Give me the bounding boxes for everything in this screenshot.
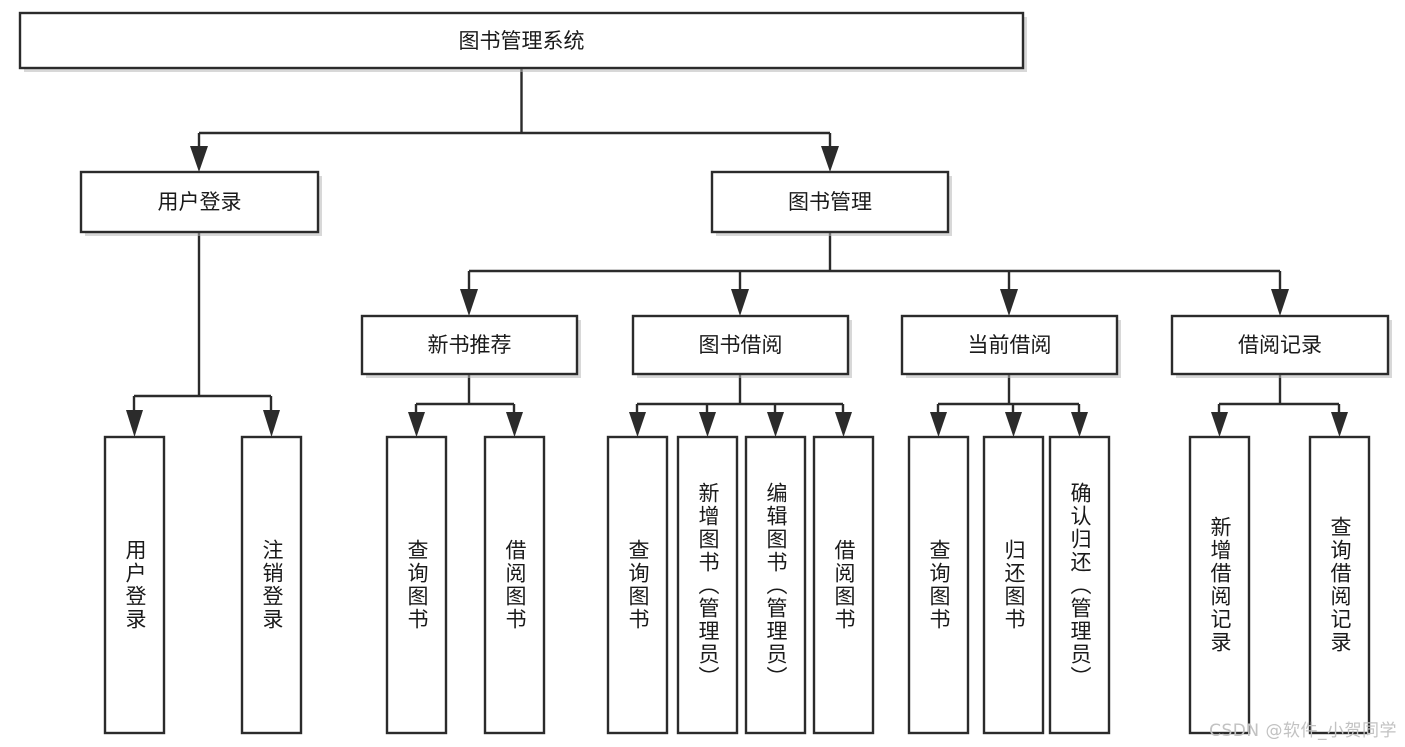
node-leaf-add-record-box[interactable] <box>1188 435 1251 735</box>
node-leaf-borrow-book-2-box[interactable] <box>812 435 875 735</box>
arrow-head-leaf-query-book-2 <box>629 412 646 437</box>
node-root-label: 图书管理系统 <box>459 29 585 53</box>
node-root-box[interactable] <box>18 11 1025 70</box>
edge-group <box>126 68 1348 437</box>
arrow-head-leaf-return-book <box>1005 412 1022 437</box>
arrow-head-new-book-rec <box>460 289 478 316</box>
node-borrow-record-label: 借阅记录 <box>1238 333 1322 357</box>
arrow-head-book-manage <box>821 146 839 172</box>
node-leaf-borrow-book-1-box[interactable] <box>483 435 546 735</box>
node-leaf-query-book-1-box[interactable] <box>385 435 448 735</box>
arrow-head-leaf-user-login <box>126 410 143 437</box>
arrow-head-leaf-borrow-book-1 <box>506 412 523 437</box>
node-new-book-rec-label: 新书推荐 <box>428 333 512 357</box>
node-book-borrow-label: 图书借阅 <box>699 333 783 357</box>
node-leaf-query-book-3-box[interactable] <box>907 435 970 735</box>
node-leaf-query-record-box[interactable] <box>1308 435 1371 735</box>
node-book-manage-label: 图书管理 <box>788 190 872 214</box>
csdn-watermark: CSDN @软件_小贺同学 <box>1209 721 1397 741</box>
node-leaf-query-book-2-box[interactable] <box>606 435 669 735</box>
node-new-book-rec-box[interactable] <box>360 314 579 376</box>
arrow-head-leaf-query-record <box>1331 412 1348 437</box>
arrow-head-leaf-user-logout <box>263 410 280 437</box>
arrow-head-leaf-borrow-book-2 <box>835 412 852 437</box>
node-user-login-box[interactable] <box>79 170 320 234</box>
arrow-head-borrow-record <box>1271 289 1289 316</box>
node-book-borrow-box[interactable] <box>631 314 850 376</box>
arrow-head-leaf-add-record <box>1211 412 1228 437</box>
node-borrow-record-box[interactable] <box>1170 314 1390 376</box>
arrow-head-leaf-query-book-3 <box>930 412 947 437</box>
node-book-manage-box[interactable] <box>710 170 950 234</box>
node-current-borrow-label: 当前借阅 <box>968 333 1052 357</box>
node-leaf-confirm-return-box[interactable] <box>1048 435 1111 735</box>
arrow-head-leaf-edit-book <box>767 412 784 437</box>
node-leaf-user-login-box[interactable] <box>103 435 166 735</box>
node-group: 图书管理系统 用户登录 图书管理 新书推荐 图书借阅 当前借阅 借阅记录 <box>18 11 1392 735</box>
node-leaf-user-logout-box[interactable] <box>240 435 303 735</box>
arrow-head-leaf-add-book <box>699 412 716 437</box>
node-leaf-add-book-box[interactable] <box>676 435 739 735</box>
arrow-head-leaf-query-book-1 <box>408 412 425 437</box>
node-leaf-return-book-box[interactable] <box>982 435 1045 735</box>
arrow-head-current-borrow <box>1000 289 1018 316</box>
arrow-head-leaf-confirm-return <box>1071 412 1088 437</box>
arrow-head-book-borrow <box>731 289 749 316</box>
node-user-login-label: 用户登录 <box>158 190 242 214</box>
node-current-borrow-box[interactable] <box>900 314 1119 376</box>
node-leaf-edit-book-box[interactable] <box>744 435 807 735</box>
arrow-head-user-login <box>190 146 208 172</box>
